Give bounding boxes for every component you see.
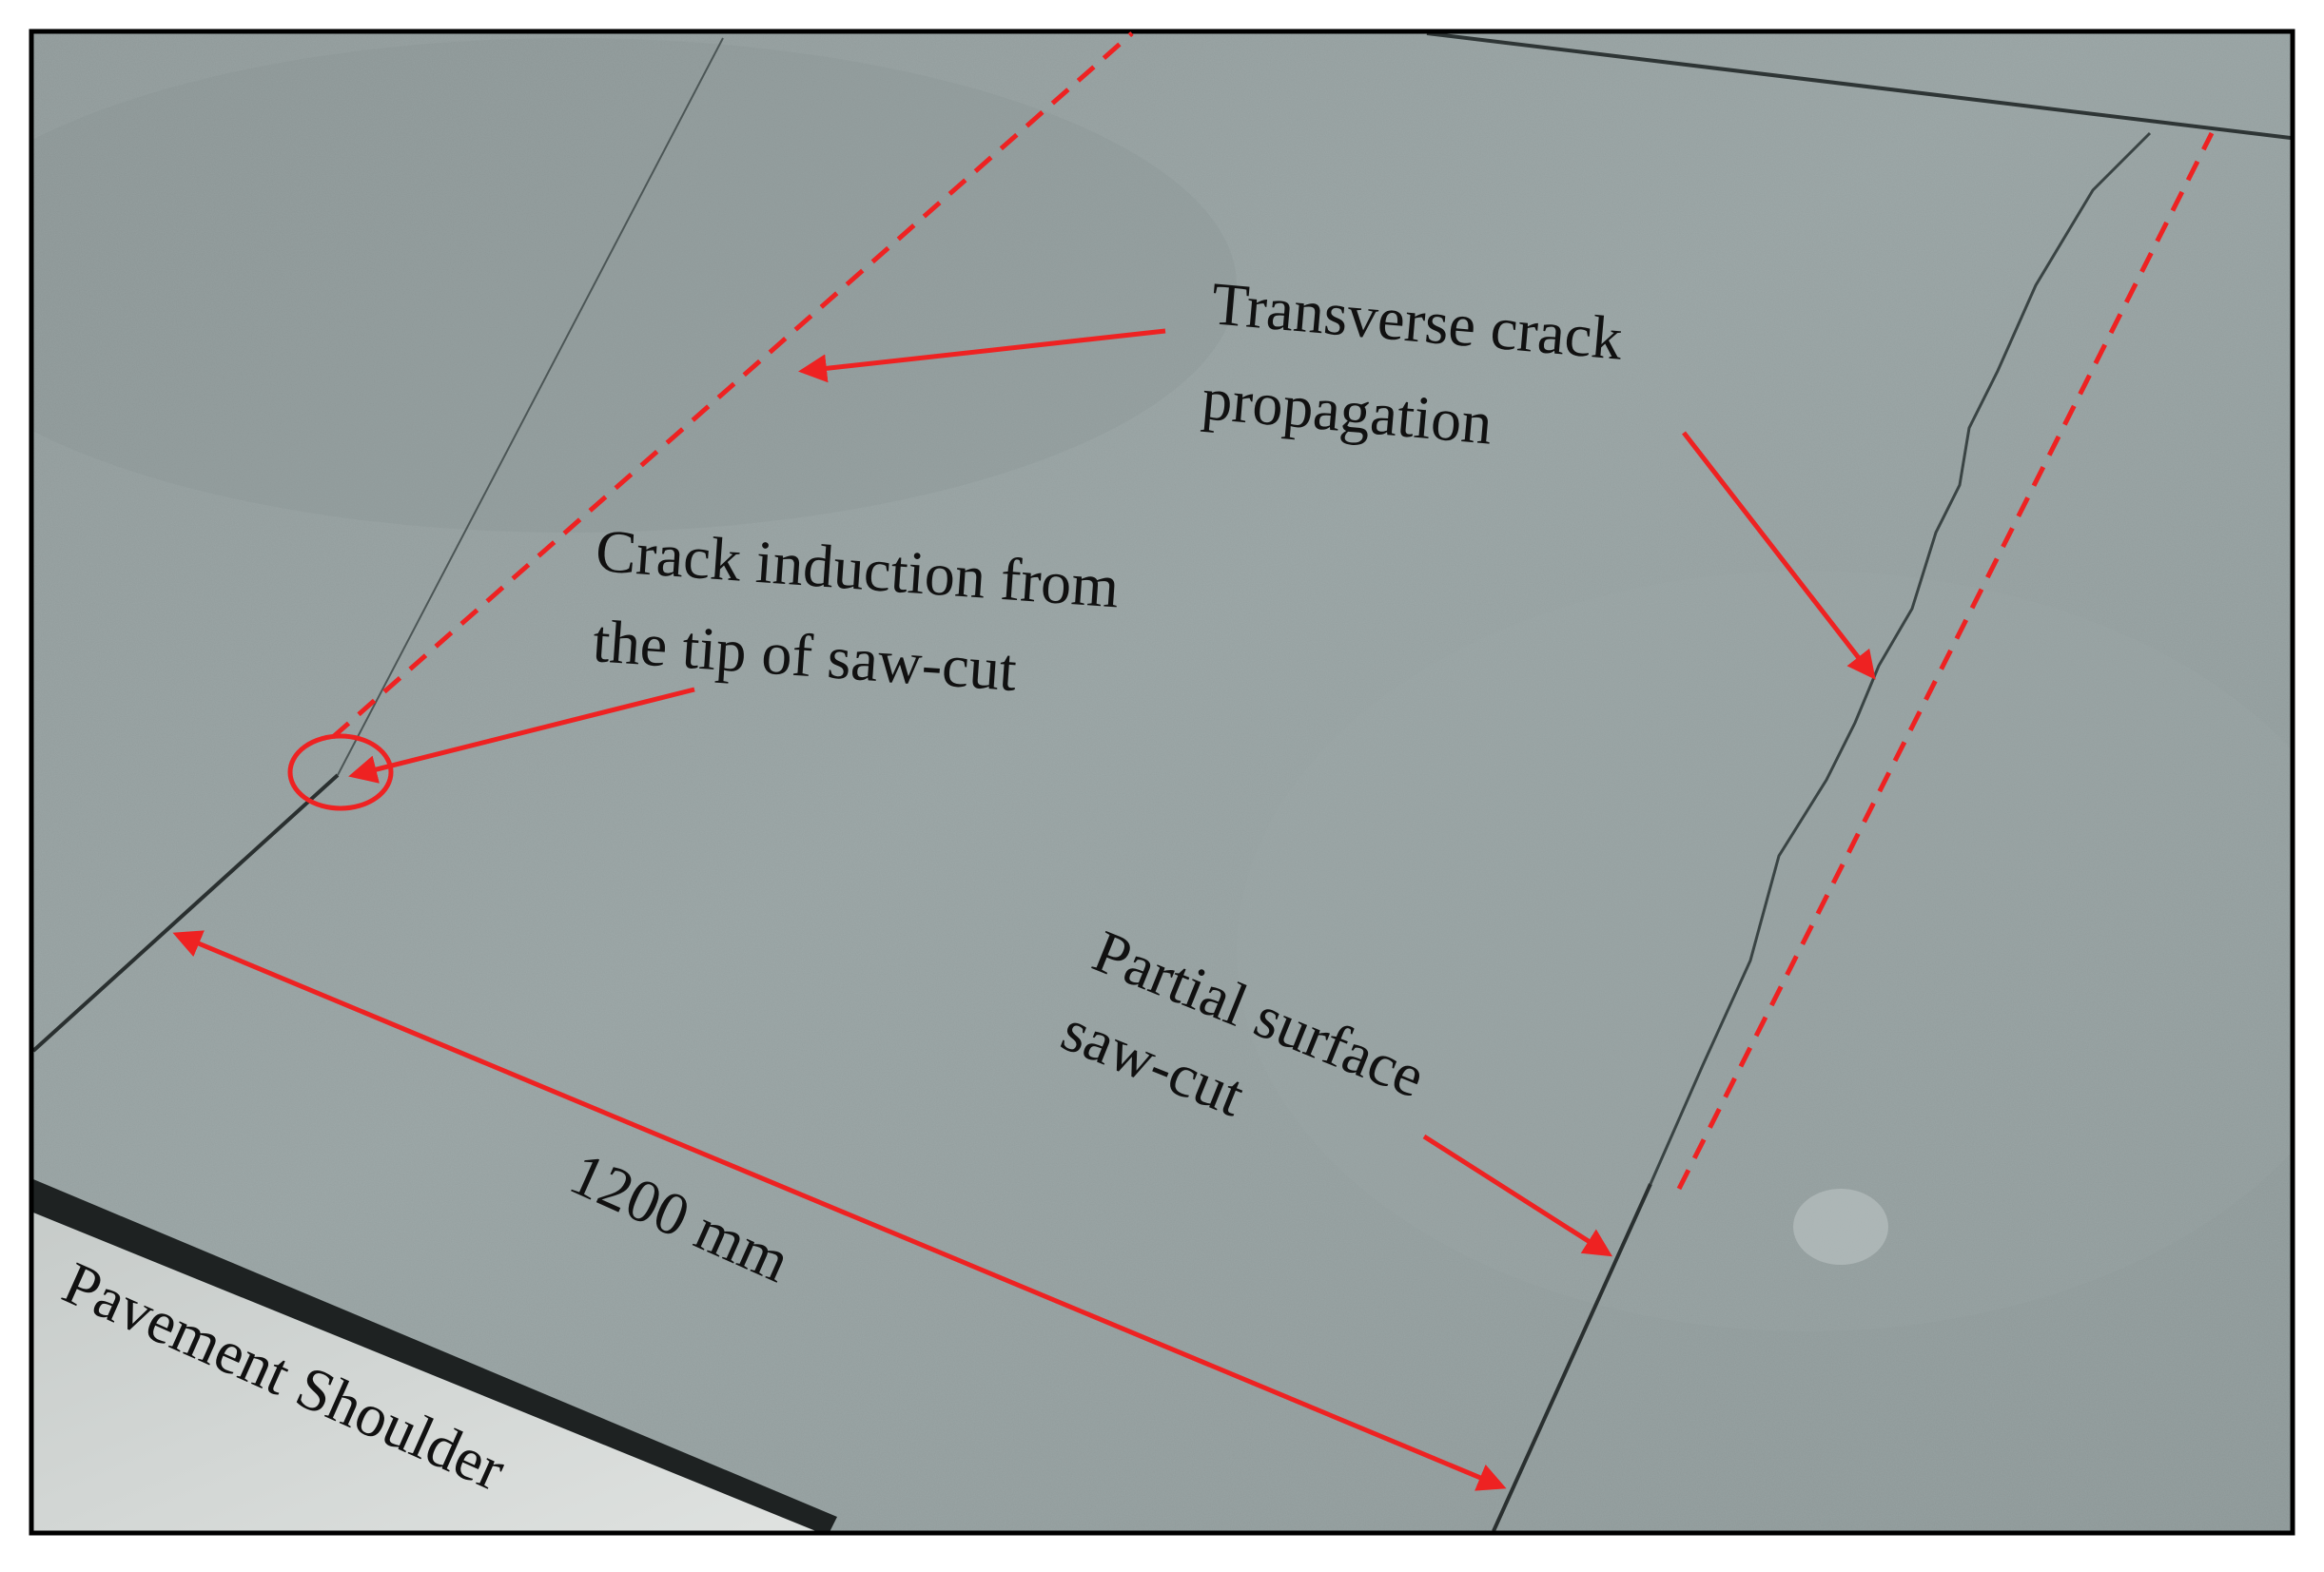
longitudinal-joint <box>1426 33 2291 140</box>
saw-cut-tip-circle <box>287 733 394 811</box>
crack-right <box>1649 131 2152 1185</box>
arrow-transverse-left <box>798 328 1166 383</box>
dashed-line-left <box>331 31 1134 739</box>
arrow-transverse-right <box>1682 431 1876 680</box>
pavement-stain <box>1793 1189 1888 1265</box>
annotations <box>172 31 2215 1491</box>
figure-border <box>29 29 2295 1536</box>
transverse-joint-left <box>33 773 340 1053</box>
dimension-arrow-1200mm <box>172 930 1507 1491</box>
dashed-line-right <box>1676 131 2215 1191</box>
pavement-shade <box>33 38 1237 533</box>
photo <box>33 33 2291 1531</box>
arrow-crack-induction <box>348 687 695 784</box>
transverse-joint-right <box>1492 1183 1652 1531</box>
saw-cut-left <box>337 37 724 776</box>
